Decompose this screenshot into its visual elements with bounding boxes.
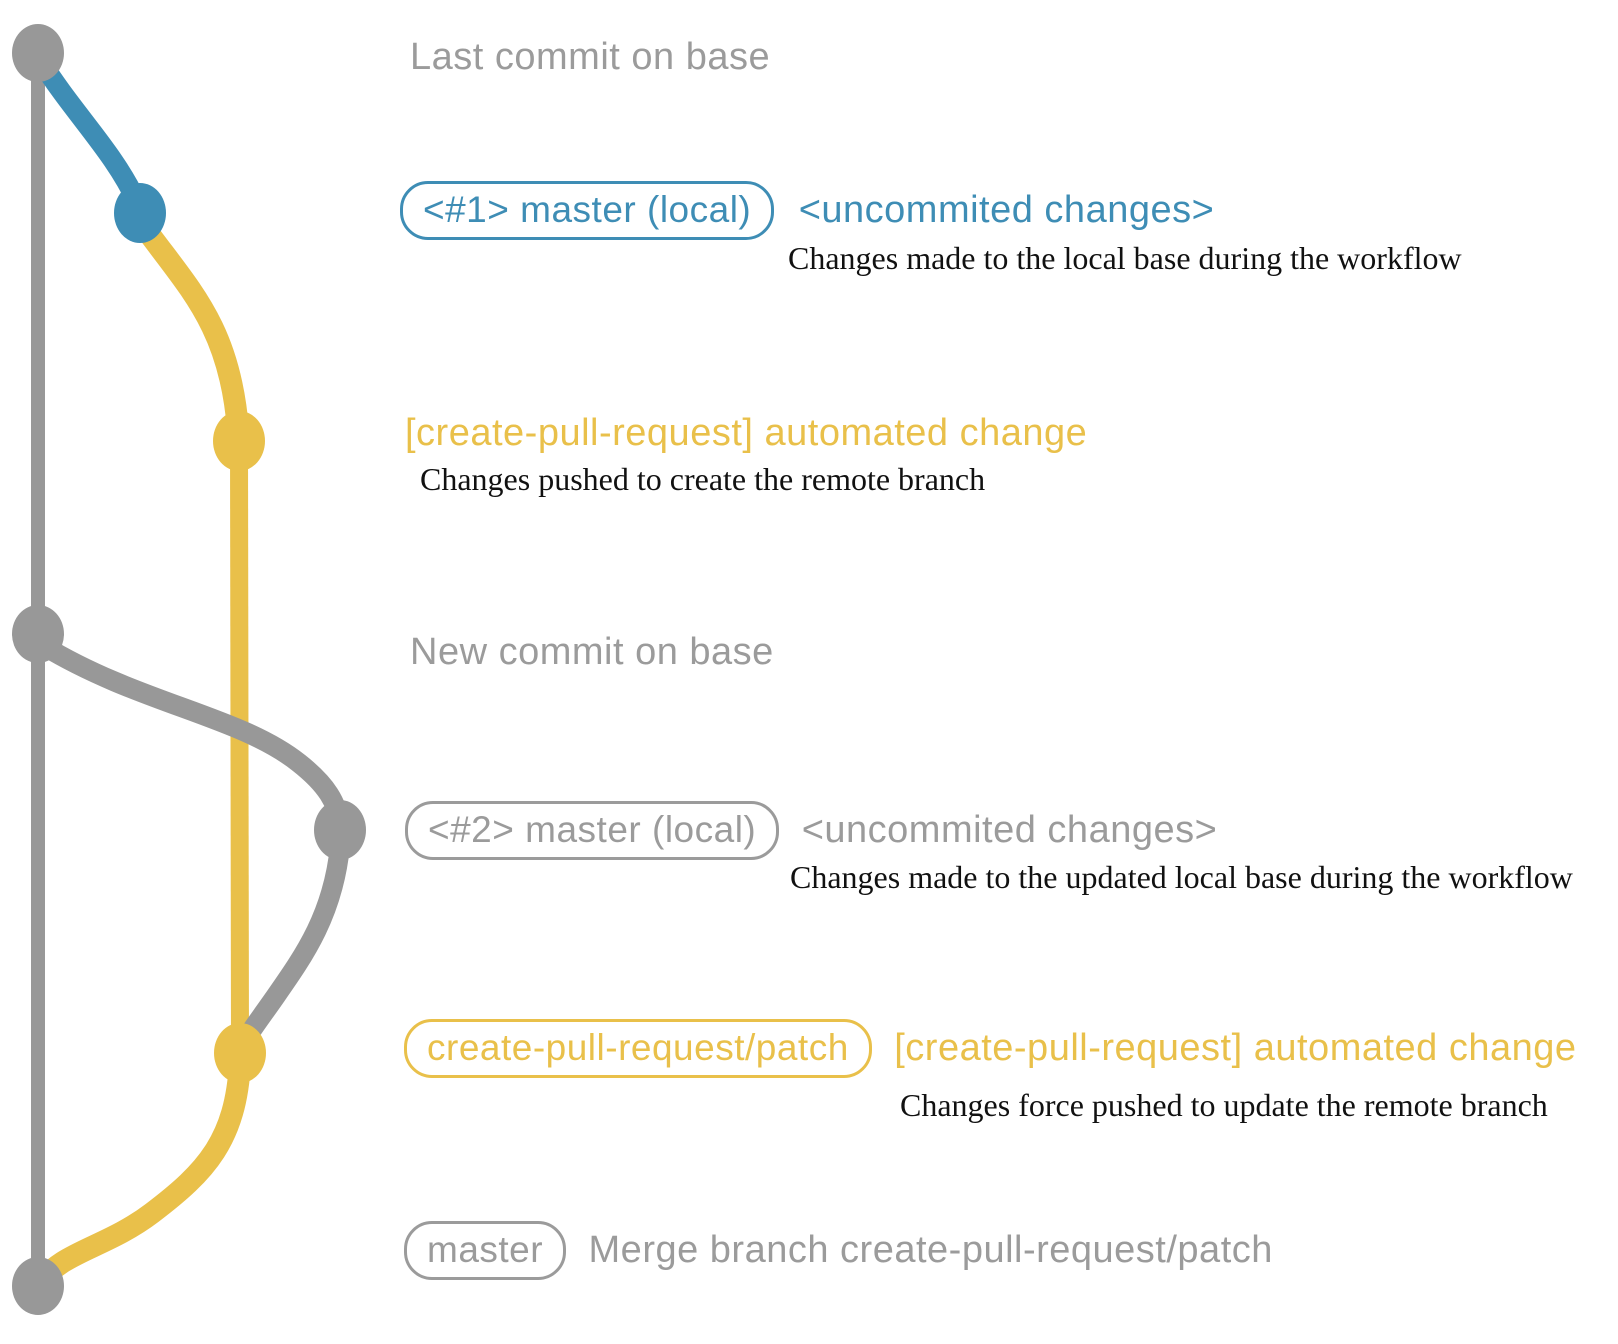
commit-message-patch2: [create-pull-request] automated change bbox=[894, 1027, 1577, 1069]
commit-message-local2: <uncommited changes> bbox=[801, 809, 1218, 851]
commit-dot-new-base bbox=[12, 605, 64, 663]
local1-branch-curve bbox=[30, 50, 147, 212]
commit-dot-patch1 bbox=[213, 411, 265, 471]
branch-badge-master: master bbox=[404, 1221, 567, 1280]
row-local1: <#1> master (local) <uncommited changes> bbox=[400, 181, 1214, 240]
note-patch1: Changes pushed to create the remote bran… bbox=[420, 461, 986, 497]
commit-dot-local2 bbox=[314, 800, 366, 860]
row-patch2: create-pull-request/patch [create-pull-r… bbox=[404, 1019, 1577, 1078]
patch-branch-line bbox=[230, 439, 249, 1055]
commit-dot-local1 bbox=[114, 183, 166, 243]
commit-message-patch1: [create-pull-request] automated change bbox=[405, 412, 1088, 454]
commit-dot-last-base bbox=[12, 24, 64, 82]
commit-message-merge: Merge branch create-pull-request/patch bbox=[588, 1229, 1273, 1271]
local2-branch-curve bbox=[34, 636, 350, 834]
row-merge: master Merge branch create-pull-request/… bbox=[404, 1221, 1273, 1280]
local2-forcepush-curve bbox=[232, 836, 350, 1057]
note-local2: Changes made to the updated local base d… bbox=[790, 859, 1573, 895]
note-patch2: Changes force pushed to update the remot… bbox=[900, 1087, 1548, 1123]
patch-branch-top-curve bbox=[131, 213, 249, 441]
branch-badge-local2: <#2> master (local) bbox=[405, 801, 780, 860]
row-local2: <#2> master (local) <uncommited changes> bbox=[405, 801, 1217, 860]
branch-badge-local1: <#1> master (local) bbox=[400, 181, 775, 240]
commit-dot-patch2 bbox=[214, 1023, 266, 1083]
note-local1: Changes made to the local base during th… bbox=[788, 240, 1462, 276]
patch-merge-curve bbox=[29, 1051, 251, 1295]
branch-badge-patch: create-pull-request/patch bbox=[404, 1019, 872, 1078]
label-new-commit-on-base: New commit on base bbox=[410, 631, 774, 673]
commit-message-local1: <uncommited changes> bbox=[798, 189, 1215, 231]
commit-dot-merge bbox=[12, 1257, 64, 1315]
label-last-commit-on-base: Last commit on base bbox=[410, 36, 771, 78]
